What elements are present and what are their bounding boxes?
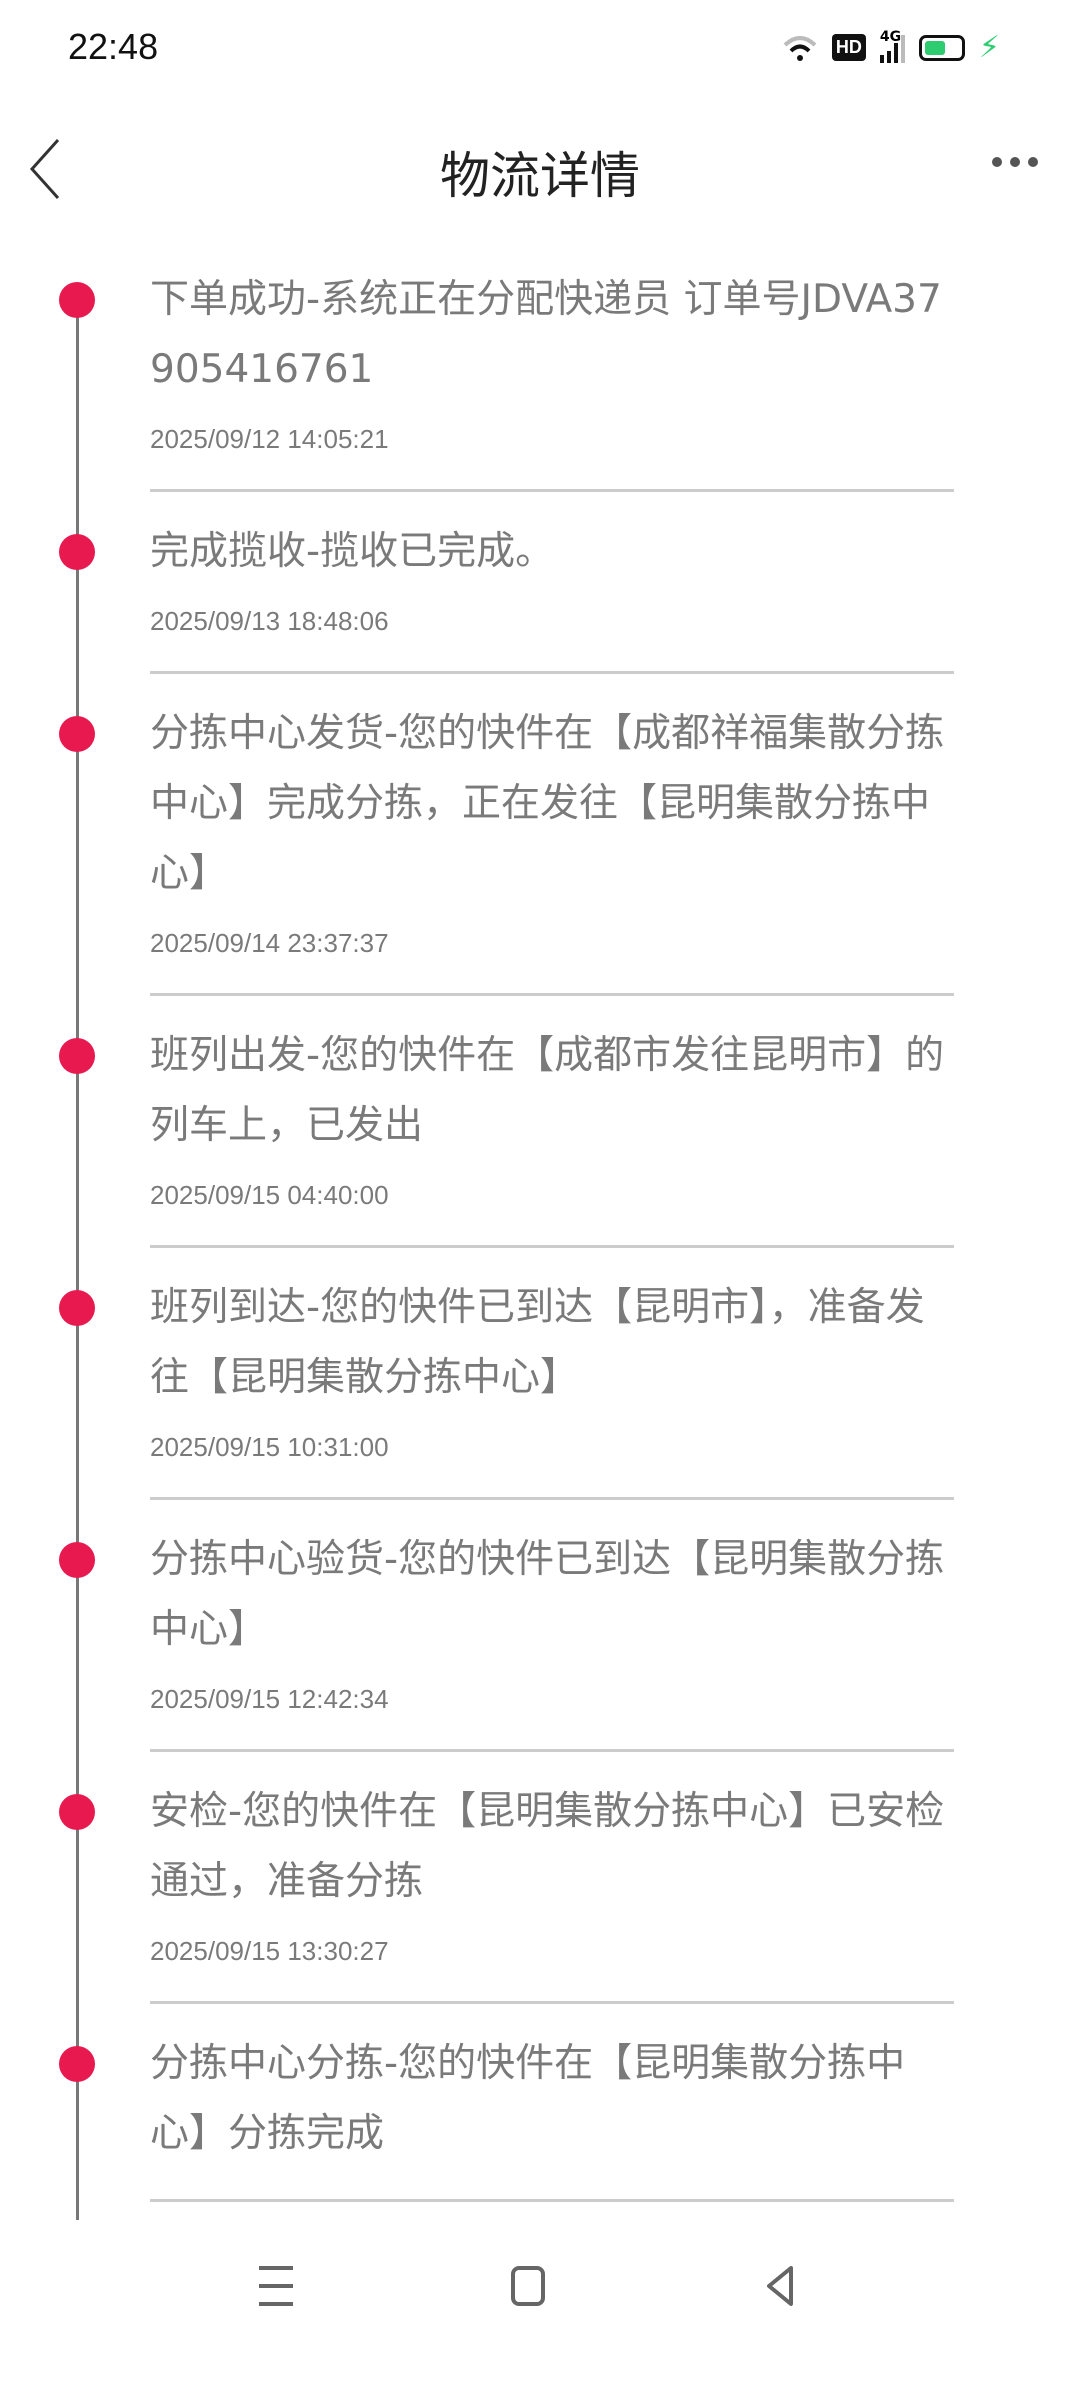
timeline-item: 班列出发-您的快件在【成都市发往昆明市】的列车上，已发出 2025/09/15 … <box>0 996 954 1248</box>
status-bar: 22:48 HD 4G ⚡ <box>0 0 1080 100</box>
divider <box>150 1245 954 1248</box>
more-icon <box>992 157 1002 167</box>
logistics-timeline[interactable]: 下单成功-系统正在分配快递员 订单号JDVA37905416761 2025/0… <box>0 240 1080 2220</box>
event-time: 2025/09/15 12:42:34 <box>150 1684 389 1714</box>
event-text: 班列到达-您的快件已到达【昆明市】，准备发往【昆明集散分拣中心】 <box>150 1285 925 1400</box>
event-time: 2025/09/15 10:31:00 <box>150 1432 389 1462</box>
divider <box>150 2199 954 2202</box>
recent-apps-button[interactable] <box>241 2256 311 2316</box>
timeline-dot <box>59 282 95 318</box>
divider <box>150 1749 954 1752</box>
timeline-item: 完成揽收-揽收已完成。 2025/09/13 18:48:06 <box>0 492 954 674</box>
event-time: 2025/09/15 04:40:00 <box>150 1180 389 1210</box>
event-time: 2025/09/12 14:05:21 <box>150 424 389 454</box>
timeline-item: 安检-您的快件在【昆明集散分拣中心】已安检通过，准备分拣 2025/09/15 … <box>0 1752 954 2004</box>
divider <box>150 1497 954 1500</box>
event-time: 2025/09/13 18:48:06 <box>150 606 389 636</box>
timeline-line <box>76 300 79 2220</box>
timeline-dot <box>59 1290 95 1326</box>
triangle-back-icon <box>767 2266 793 2306</box>
chevron-left-icon <box>29 138 60 200</box>
timeline-item: 班列到达-您的快件已到达【昆明市】，准备发往【昆明集散分拣中心】 2025/09… <box>0 1248 954 1500</box>
event-text: 分拣中心验货-您的快件已到达【昆明集散分拣中心】 <box>150 1537 945 1652</box>
home-button[interactable] <box>493 2256 563 2316</box>
event-text: 分拣中心分拣-您的快件在【昆明集散分拣中心】分拣完成 <box>150 2041 906 2156</box>
divider <box>150 671 954 674</box>
event-text: 班列出发-您的快件在【成都市发往昆明市】的列车上，已发出 <box>150 1033 945 1148</box>
battery-icon <box>918 34 965 61</box>
wifi-icon <box>783 35 817 61</box>
system-nav-bar <box>0 2220 1080 2400</box>
event-time: 2025/09/15 13:30:27 <box>150 1936 389 1966</box>
menu-icon <box>259 2266 293 2306</box>
divider <box>150 2001 954 2004</box>
back-nav-button[interactable] <box>745 2256 815 2316</box>
timeline-dot <box>59 716 95 752</box>
more-options-button[interactable] <box>980 142 1050 182</box>
event-text: 下单成功-系统正在分配快递员 订单号JDVA37905416761 <box>150 277 942 392</box>
event-text: 安检-您的快件在【昆明集散分拣中心】已安检通过，准备分拣 <box>150 1789 945 1904</box>
event-time: 2025/09/14 23:37:37 <box>150 928 389 958</box>
timeline-dot <box>59 1542 95 1578</box>
timeline-dot <box>59 2046 95 2082</box>
page-title: 物流详情 <box>440 147 640 205</box>
divider <box>150 993 954 996</box>
app-header: 物流详情 <box>0 120 1080 210</box>
charging-icon: ⚡ <box>978 30 1000 65</box>
event-text: 分拣中心发货-您的快件在【成都祥福集散分拣中心】完成分拣，正在发往【昆明集散分拣… <box>150 711 945 896</box>
timeline-item: 下单成功-系统正在分配快递员 订单号JDVA37905416761 2025/0… <box>0 240 954 492</box>
status-time: 22:48 <box>68 26 159 67</box>
timeline-item: 分拣中心分拣-您的快件在【昆明集散分拣中心】分拣完成 <box>0 2004 954 2202</box>
signal-icon: 4G <box>879 29 905 63</box>
hd-icon: HD <box>831 34 866 61</box>
square-icon <box>511 2266 545 2306</box>
event-text: 完成揽收-揽收已完成。 <box>150 529 555 574</box>
timeline-item: 分拣中心验货-您的快件已到达【昆明集散分拣中心】 2025/09/15 12:4… <box>0 1500 954 1752</box>
timeline-dot <box>59 534 95 570</box>
timeline-item: 分拣中心发货-您的快件在【成都祥福集散分拣中心】完成分拣，正在发往【昆明集散分拣… <box>0 674 954 996</box>
timeline-dot <box>59 1794 95 1830</box>
back-button[interactable] <box>26 134 86 204</box>
timeline-dot <box>59 1038 95 1074</box>
divider <box>150 489 954 492</box>
